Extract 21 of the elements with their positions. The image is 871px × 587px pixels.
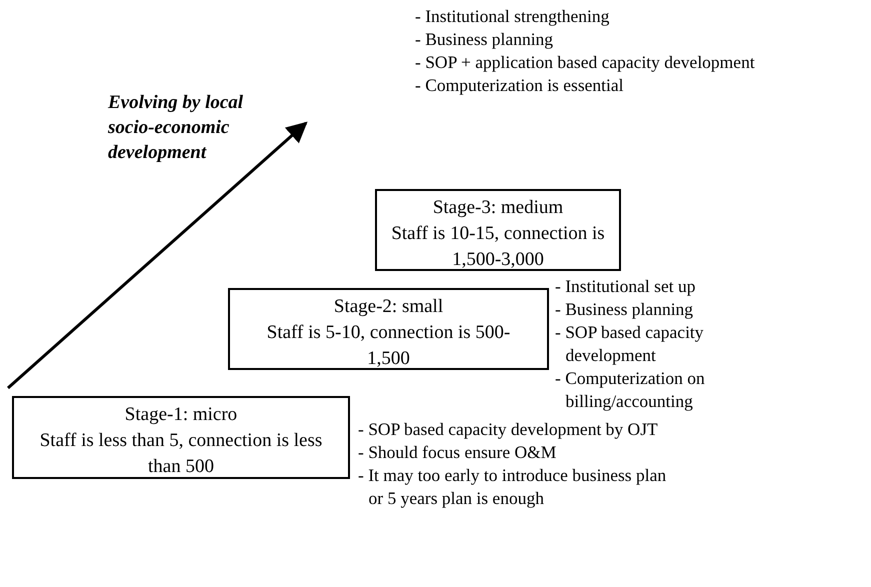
list-item: - SOP based capacity development by OJT: [358, 418, 659, 441]
list-item: - Business planning: [555, 298, 694, 321]
list-item: - It may too early to introduce business plan or 5 years plan is enough: [358, 464, 668, 510]
list-item: - Computerization on billing/accounting: [555, 367, 706, 413]
stage-description: Staff is less than 5, connection is less than 500: [38, 429, 324, 479]
stage-title: Stage-1: micro: [124, 403, 238, 427]
list-item: - SOP based capacity development: [555, 321, 705, 367]
stage-box: [375, 189, 621, 271]
stage-description: Staff is 5-10, connection is 500-1,500: [266, 321, 512, 371]
list-item: - Institutional set up: [555, 275, 696, 298]
stage-title: Stage-3: medium: [432, 196, 564, 220]
stage-description: Staff is 10-15, connection is 1,500-3,000: [390, 222, 606, 272]
list-item: - Institutional strengthening: [415, 5, 610, 28]
list-item: - Computerization is essential: [415, 74, 624, 97]
stage-box: [12, 396, 350, 479]
list-item: - SOP + application based capacity development: [415, 51, 756, 74]
list-item: - Business planning: [415, 28, 554, 51]
annotation-text: Evolving by local socio-economic development: [108, 91, 244, 165]
list-item: - Should focus ensure O&M: [358, 441, 558, 464]
stage-title: Stage-2: small: [332, 295, 444, 319]
stage-box: [228, 288, 549, 370]
